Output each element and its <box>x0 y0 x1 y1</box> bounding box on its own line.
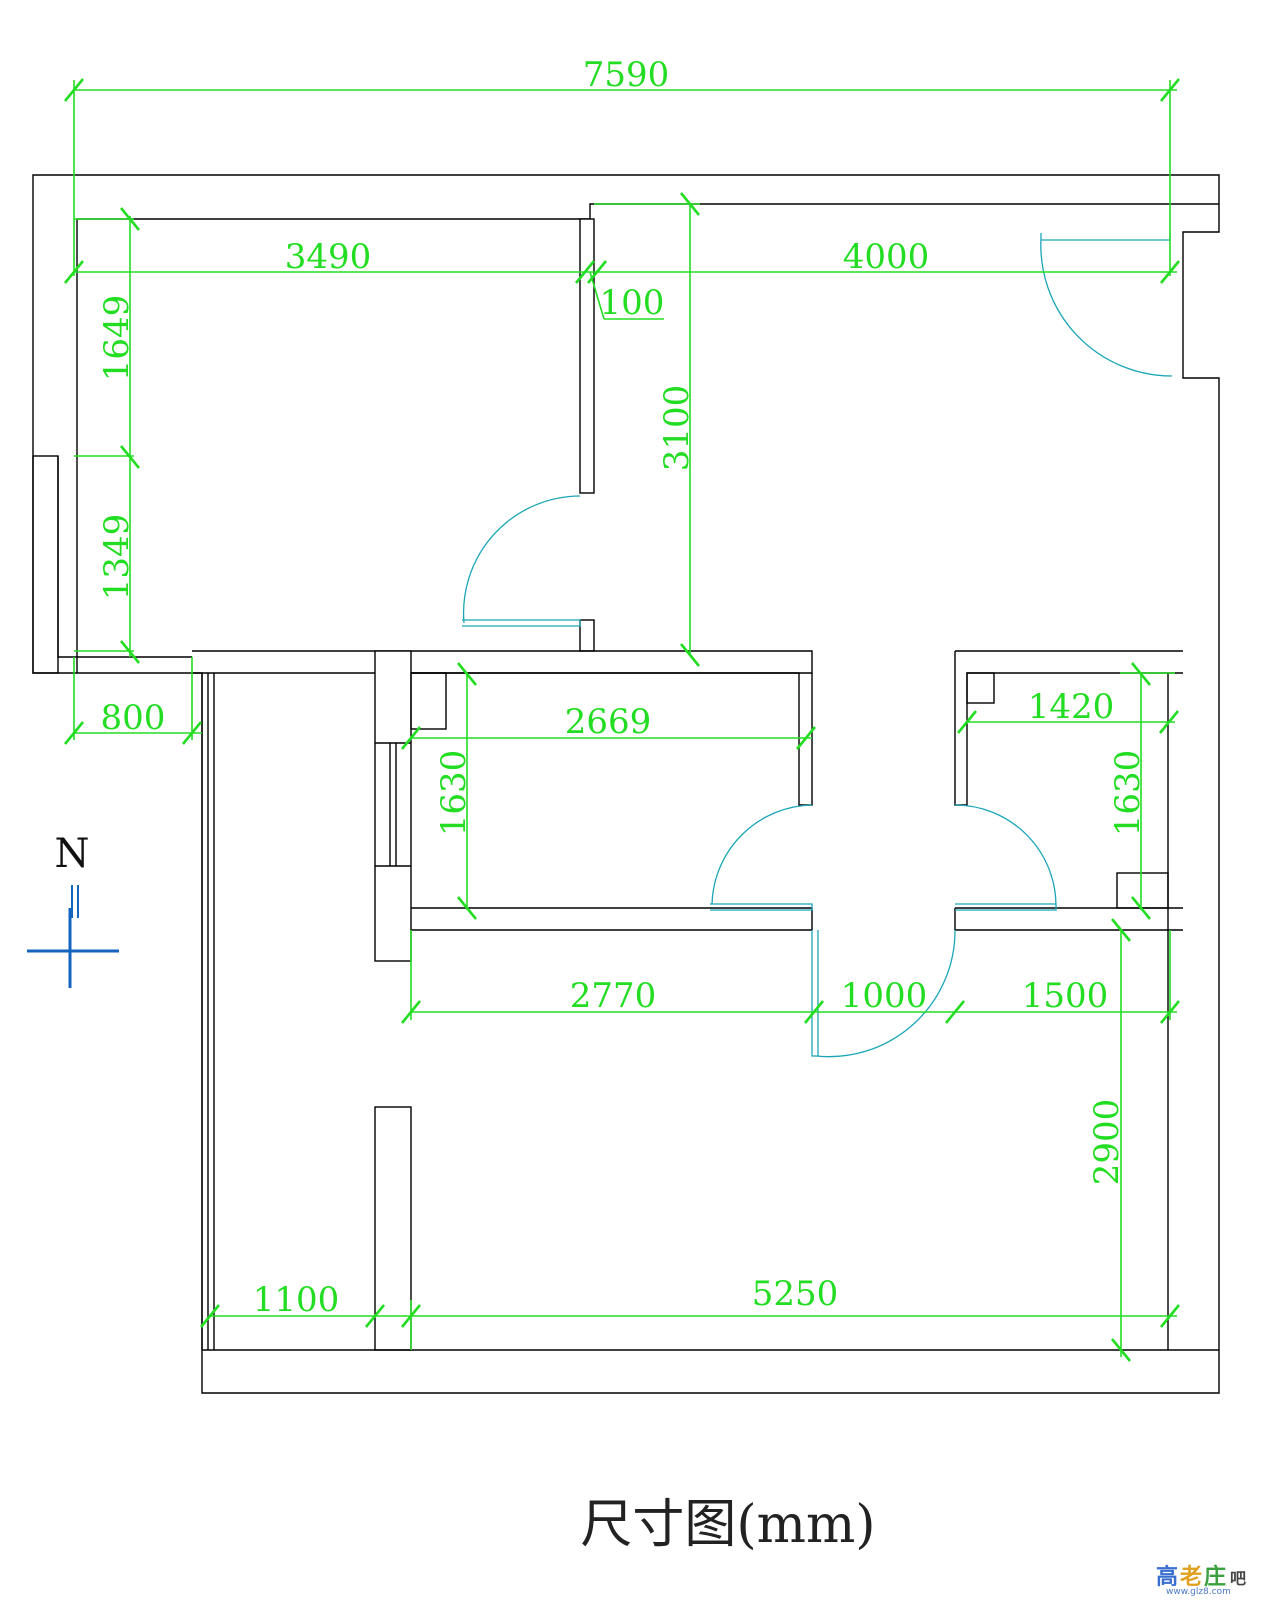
top-outer-wall <box>32 174 1220 1394</box>
dim-balcony-width: 800 <box>101 698 166 738</box>
dim-room-b-height: 1630 <box>1108 750 1148 837</box>
room-a-inner <box>411 672 813 931</box>
room-a-closet <box>410 672 447 730</box>
dim-total-width: 7590 <box>583 55 670 95</box>
plan-caption: 尺寸图(mm) <box>580 1495 875 1555</box>
dim-corridor-left: 2770 <box>570 976 657 1016</box>
walls <box>32 174 1220 1394</box>
bedroom-right-wall-lower <box>579 619 595 652</box>
left-window <box>32 455 59 674</box>
dim-bottom-height: 2900 <box>1087 1099 1127 1186</box>
watermark-glyph-1: 高 <box>1156 1564 1178 1590</box>
dim-door-width: 1000 <box>841 976 928 1016</box>
room-b-walls <box>954 650 1183 931</box>
room-a-door <box>710 804 813 911</box>
bedroom-right-wall-upper <box>579 218 595 494</box>
dim-wall-gap: 100 <box>600 283 665 323</box>
bathroom-door <box>811 929 956 1058</box>
dimension-lines <box>63 78 1181 1362</box>
dim-room-b-width: 1420 <box>1028 687 1115 727</box>
room-a-left-wall <box>374 650 412 962</box>
room-b-closet-bottom <box>1116 872 1169 909</box>
entry-door <box>1040 233 1173 377</box>
dim-bedroom-width: 3490 <box>285 237 372 277</box>
dim-room-a-height: 1630 <box>434 750 474 837</box>
watermark-glyph-3: 庄 <box>1204 1564 1226 1590</box>
north-compass: N <box>27 831 119 988</box>
dim-living-width: 4000 <box>843 237 930 277</box>
room-a-window <box>375 742 411 867</box>
dim-bottom-right: 5250 <box>752 1274 839 1314</box>
north-label: N <box>55 831 90 877</box>
doors <box>462 233 1173 1058</box>
dim-room-a-width: 2669 <box>565 702 652 742</box>
window-line <box>57 456 192 658</box>
middle-wall <box>192 650 813 674</box>
dim-corridor-right: 1500 <box>1022 976 1109 1016</box>
top-wall-inner-left <box>76 203 1219 673</box>
dim-bedroom-upper: 1649 <box>97 295 137 382</box>
dim-bedroom-lower: 1349 <box>97 514 137 601</box>
watermark-glyph-4: 吧 <box>1230 1569 1246 1588</box>
watermark-glyph-2: 老 <box>1179 1565 1202 1590</box>
bedroom-door <box>462 495 581 627</box>
watermark-url: www.glz8.com <box>1166 1587 1231 1596</box>
dim-bottom-left: 1100 <box>253 1280 340 1320</box>
dim-living-height: 3100 <box>657 385 697 472</box>
bottom-partition <box>374 1106 412 1351</box>
room-b-closet-top <box>966 672 995 704</box>
dimension-labels: 7590 3490 100 4000 1649 1349 3100 800 26… <box>97 55 1148 1320</box>
room-b-door <box>954 804 1057 911</box>
watermark-logo: 高 老 庄 吧 www.glz8.com <box>1156 1564 1246 1596</box>
left-glass-wall <box>201 673 215 1350</box>
